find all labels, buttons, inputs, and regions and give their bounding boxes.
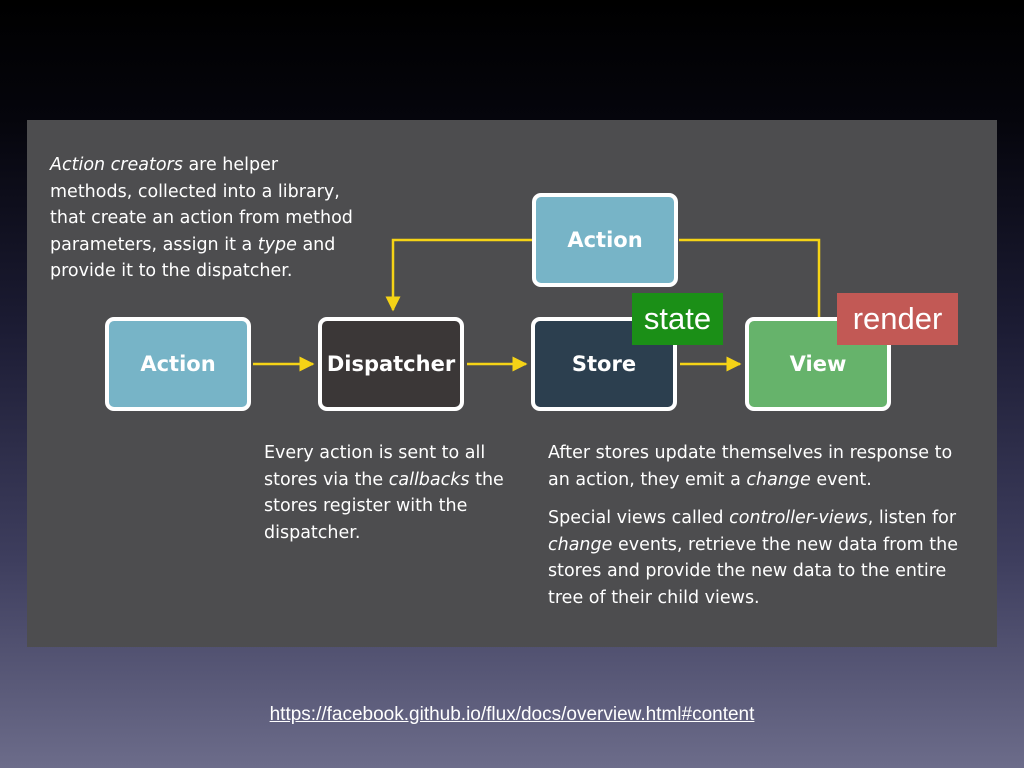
source-link[interactable]: https://facebook.github.io/flux/docs/ove…	[269, 704, 755, 725]
text-em: change	[746, 469, 811, 490]
paragraph-gap	[548, 493, 988, 505]
node-action-top-label: Action	[567, 228, 643, 252]
render-annotation: render	[837, 293, 958, 345]
node-action-left: Action	[105, 317, 251, 411]
text-span: the	[469, 469, 504, 490]
text-em: change	[548, 534, 613, 555]
node-store-label: Store	[571, 352, 637, 376]
state-annotation: state	[632, 293, 723, 345]
text-line: After stores update themselves in respon…	[548, 443, 953, 463]
action-creators-em: Action creators	[50, 155, 183, 175]
node-dispatcher: Dispatcher	[318, 317, 464, 411]
node-action-left-label: Action	[140, 352, 216, 376]
arrow-view-to-action	[679, 238, 821, 320]
dispatcher-description: Every action is sent to all stores via t…	[264, 440, 524, 546]
text-span: an action, they emit a	[548, 469, 747, 490]
text-em: controller-views	[729, 508, 868, 528]
text-line: provide it to the dispatcher.	[50, 261, 293, 281]
text-line: that create an action from method	[50, 208, 353, 228]
text-span: event.	[810, 469, 872, 490]
text-line: stores register with the	[264, 496, 468, 516]
flux-diagram-panel: Action Action Dispatcher Store View Acti…	[27, 120, 997, 647]
text-line: tree of their child views.	[548, 587, 760, 608]
node-action-top: Action	[532, 193, 678, 287]
text-span: stores via the	[264, 469, 389, 490]
node-store: Store	[531, 317, 677, 411]
text-em: type	[257, 234, 297, 255]
text-span: , listen for	[867, 508, 957, 528]
action-creators-description: Action creators are helper methods, coll…	[50, 152, 390, 285]
text-span: are helper	[182, 155, 279, 175]
store-view-description: After stores update themselves in respon…	[548, 440, 988, 611]
text-line: stores and provide the new data to the e…	[548, 561, 947, 581]
text-em: callbacks	[388, 469, 470, 490]
node-dispatcher-label: Dispatcher	[326, 352, 456, 376]
text-span: events, retrieve the new data from the	[612, 534, 959, 555]
node-view-label: View	[789, 352, 847, 376]
text-span: parameters, assign it a	[50, 234, 258, 255]
text-span: and	[296, 234, 336, 255]
text-span: Special views called	[548, 508, 730, 528]
text-line: dispatcher.	[264, 522, 361, 543]
text-line: methods, collected into a library,	[50, 181, 340, 202]
text-line: Every action is sent to all	[264, 443, 486, 463]
flow-arrows	[253, 238, 821, 372]
arrow-action-to-dispatcher-top	[385, 238, 532, 312]
